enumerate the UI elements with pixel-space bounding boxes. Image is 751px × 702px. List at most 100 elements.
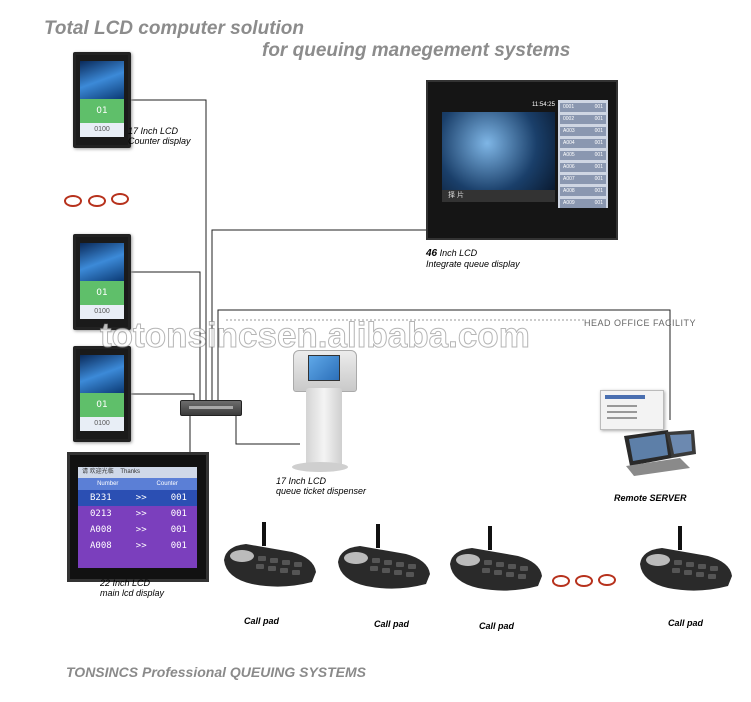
row-number: 0213 bbox=[90, 509, 112, 519]
call-pad-label: Call pad bbox=[244, 616, 280, 626]
side-num: A009 bbox=[563, 200, 575, 206]
kiosk-base bbox=[292, 462, 348, 472]
ticket-dispenser-caption: 17 Inch LCD queue ticket dispenser bbox=[276, 476, 366, 496]
counter-number: 01 bbox=[80, 393, 124, 417]
row-number: A008 bbox=[90, 541, 112, 551]
caption-size: 46 bbox=[426, 248, 438, 259]
watermark: totonsincsen.alibaba.com bbox=[100, 316, 531, 356]
call-pad-label: Call pad bbox=[374, 619, 410, 629]
side-table-row: 0001 001 bbox=[560, 103, 606, 112]
row-number: B231 bbox=[90, 493, 112, 503]
side-num: A005 bbox=[563, 152, 575, 158]
col-number: Number bbox=[97, 481, 119, 487]
side-ctr: 001 bbox=[594, 140, 603, 146]
header-left: 请 欢迎光临 bbox=[82, 469, 114, 475]
side-num: A003 bbox=[563, 128, 575, 134]
main-lcd-row: A008 >> 001 bbox=[78, 538, 197, 554]
side-ctr: 001 bbox=[594, 104, 603, 110]
row-number: A008 bbox=[90, 525, 112, 535]
title-line-2: for queuing manegement systems bbox=[262, 40, 571, 61]
counter-display-lower: 01 0100 bbox=[73, 346, 131, 442]
call-pad-label: Call pad bbox=[668, 618, 704, 628]
counter-video bbox=[80, 355, 124, 393]
row-counter: 001 bbox=[170, 509, 187, 519]
caption-line-1: 17 Inch LCD bbox=[128, 126, 179, 136]
window-titlebar bbox=[605, 395, 645, 399]
counter-video bbox=[80, 61, 124, 99]
side-num: A008 bbox=[563, 188, 575, 194]
row-arrow: >> bbox=[135, 493, 147, 503]
counter-display-middle: 01 0100 bbox=[73, 234, 131, 330]
main-lcd-column-header: Number Counter bbox=[78, 478, 197, 490]
side-ctr: 001 bbox=[594, 164, 603, 170]
side-ctr: 001 bbox=[594, 128, 603, 134]
footer-text: TONSINCS Professional QUEUING SYSTEMS bbox=[66, 664, 367, 680]
integrate-display-caption: 46 Inch LCD Integrate queue display bbox=[426, 248, 520, 269]
head-office-label: HEAD OFFICE FACILITY bbox=[584, 318, 697, 328]
row-arrow: >> bbox=[135, 525, 147, 535]
video-label: 择 片 bbox=[442, 190, 555, 202]
counter-number: 01 bbox=[80, 99, 124, 123]
header-right: Thanks bbox=[120, 469, 141, 475]
ellipsis-ring bbox=[575, 575, 593, 587]
display-clock: 11:54:25 bbox=[532, 102, 555, 108]
ellipsis-ring bbox=[552, 575, 570, 587]
server-terminal-icon bbox=[624, 430, 696, 476]
ellipsis-ring bbox=[88, 195, 106, 207]
side-ctr: 001 bbox=[594, 188, 603, 194]
title-line-1: Total LCD computer solution bbox=[44, 18, 305, 39]
side-ctr: 001 bbox=[594, 116, 603, 122]
col-counter: Counter bbox=[156, 481, 178, 487]
call-pad-label: Call pad bbox=[479, 621, 515, 631]
display-video bbox=[442, 112, 555, 190]
counter-bottom: 0100 bbox=[80, 305, 124, 319]
row-counter: 001 bbox=[170, 493, 187, 503]
main-lcd-row: B231 >> 001 bbox=[78, 490, 197, 506]
kiosk-screen bbox=[308, 355, 340, 381]
side-ctr: 001 bbox=[594, 152, 603, 158]
caption-line-1: 17 Inch LCD bbox=[276, 476, 327, 486]
main-lcd-row: A008>>001 bbox=[78, 522, 197, 538]
server-software-window bbox=[600, 390, 664, 430]
caption-line-1: 22 Inch LCD bbox=[100, 578, 151, 588]
side-table-row: A007 001 bbox=[560, 175, 606, 184]
remote-server-label: Remote SERVER bbox=[614, 493, 687, 503]
counter-bottom: 0100 bbox=[80, 417, 124, 431]
call-pad-icon bbox=[224, 522, 316, 587]
main-display-caption: 22 Inch LCD main lcd display bbox=[100, 578, 164, 598]
ellipsis-ring bbox=[598, 574, 616, 586]
caption-unit: Inch LCD bbox=[437, 248, 478, 258]
switch-slot bbox=[189, 406, 233, 409]
window-line bbox=[607, 411, 637, 413]
window-line bbox=[607, 417, 637, 419]
main-lcd-row: 0213 >> 001 bbox=[78, 506, 197, 522]
side-ctr: 001 bbox=[594, 176, 603, 182]
caption-line-1: 46 Inch LCD bbox=[426, 248, 520, 259]
row-counter: 001 bbox=[170, 541, 187, 551]
caption-line-2: Integrate queue display bbox=[426, 259, 520, 269]
kiosk-body bbox=[306, 388, 342, 468]
counter-display-top: 01 0100 bbox=[73, 52, 131, 148]
side-table-row: A008 001 bbox=[560, 187, 606, 196]
side-table-row: A005 001 bbox=[560, 151, 606, 160]
main-lcd-header: 请 欢迎光临 Thanks bbox=[78, 467, 197, 478]
caption-line-2: Counter display bbox=[128, 136, 191, 146]
side-table-row: A003 001 bbox=[560, 127, 606, 136]
side-ctr: 001 bbox=[594, 200, 603, 206]
caption-line-2: queue ticket dispenser bbox=[276, 486, 367, 496]
row-arrow: >> bbox=[135, 541, 147, 551]
row-arrow: >> bbox=[135, 509, 147, 519]
kiosk-head bbox=[293, 350, 357, 392]
side-num: A007 bbox=[563, 176, 575, 182]
network-switch bbox=[180, 400, 242, 416]
side-num: 0001 bbox=[563, 104, 575, 110]
